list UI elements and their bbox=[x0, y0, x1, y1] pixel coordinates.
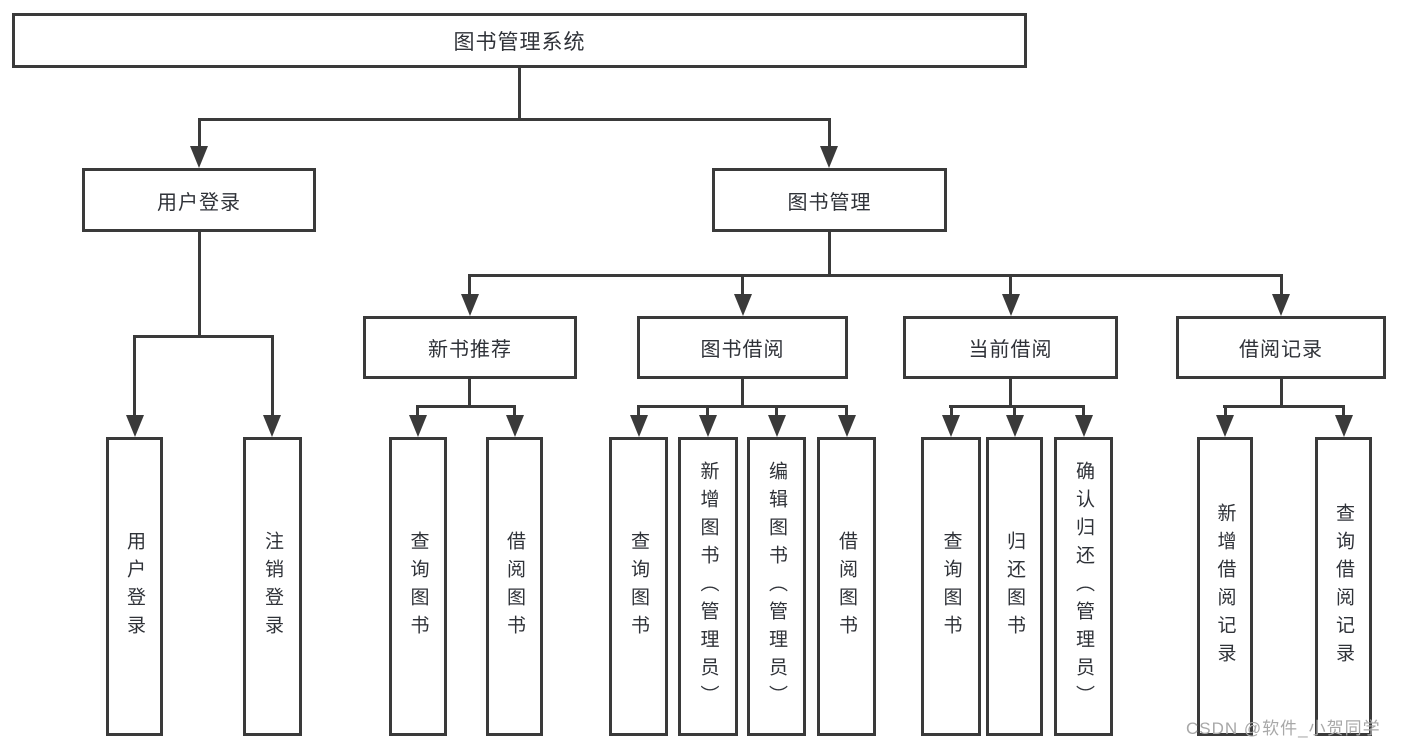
connector-line bbox=[706, 405, 709, 421]
leaf-add-borrow-record: 新增借阅记录 bbox=[1197, 437, 1253, 736]
node-user-login: 用户登录 bbox=[82, 168, 316, 232]
leaf-query-books-borrow: 查询图书 bbox=[609, 437, 668, 736]
connector-line bbox=[1009, 274, 1012, 298]
node-book-borrow-label: 图书借阅 bbox=[700, 339, 785, 361]
connector-line bbox=[775, 405, 778, 421]
arrow-down-icon bbox=[734, 294, 752, 316]
connector-line bbox=[468, 274, 1282, 277]
arrow-down-icon bbox=[1006, 415, 1024, 437]
connector-line bbox=[518, 68, 521, 121]
leaf-borrow-book-recommend: 借阅图书 bbox=[486, 437, 543, 736]
leaf-borrow-book-recommend-label: 借阅图书 bbox=[504, 530, 525, 643]
arrow-down-icon bbox=[506, 415, 524, 437]
leaf-logout: 注销登录 bbox=[243, 437, 302, 736]
connector-line bbox=[1009, 379, 1012, 408]
leaf-user-login: 用户登录 bbox=[106, 437, 163, 736]
connector-line bbox=[1280, 274, 1283, 298]
arrow-down-icon bbox=[820, 146, 838, 168]
connector-line bbox=[1013, 405, 1016, 421]
arrow-down-icon bbox=[1075, 415, 1093, 437]
node-book-borrow: 图书借阅 bbox=[637, 316, 848, 379]
leaf-return-book: 归还图书 bbox=[986, 437, 1043, 736]
connector-line bbox=[1342, 405, 1345, 421]
arrow-down-icon bbox=[768, 415, 786, 437]
connector-line bbox=[1224, 405, 1227, 421]
arrow-down-icon bbox=[126, 415, 144, 437]
node-new-book-recommend: 新书推荐 bbox=[363, 316, 577, 379]
leaf-logout-label: 注销登录 bbox=[262, 530, 283, 643]
leaf-edit-book-admin: 编辑图书（管理员） bbox=[747, 437, 806, 736]
leaf-borrow-book-label: 借阅图书 bbox=[836, 530, 857, 643]
arrow-down-icon bbox=[263, 415, 281, 437]
connector-line bbox=[198, 118, 831, 121]
leaf-query-books-recommend-label: 查询图书 bbox=[407, 530, 429, 643]
leaf-query-books-borrow-label: 查询图书 bbox=[628, 530, 649, 643]
arrow-down-icon bbox=[630, 415, 648, 437]
leaf-add-borrow-record-label: 新增借阅记录 bbox=[1214, 502, 1236, 671]
leaf-add-book-admin: 新增图书（管理员） bbox=[678, 437, 738, 736]
arrow-down-icon bbox=[1335, 415, 1353, 437]
arrow-down-icon bbox=[838, 415, 856, 437]
leaf-query-books-current: 查询图书 bbox=[921, 437, 981, 736]
node-borrow-records-label: 借阅记录 bbox=[1239, 339, 1323, 361]
connector-line bbox=[513, 405, 516, 421]
node-borrow-records: 借阅记录 bbox=[1176, 316, 1386, 379]
leaf-edit-book-admin-label: 编辑图书（管理员） bbox=[766, 460, 787, 713]
node-user-login-label: 用户登录 bbox=[157, 191, 241, 214]
leaf-query-books-recommend: 查询图书 bbox=[389, 437, 447, 736]
connector-line bbox=[637, 405, 640, 421]
leaf-query-borrow-record-label: 查询借阅记录 bbox=[1333, 502, 1354, 671]
connector-line bbox=[845, 405, 848, 421]
leaf-confirm-return-admin-label: 确认归还（管理员） bbox=[1073, 460, 1094, 713]
arrow-down-icon bbox=[461, 294, 479, 316]
connector-line bbox=[416, 405, 516, 408]
connector-line bbox=[1223, 405, 1345, 408]
connector-line bbox=[741, 379, 744, 408]
connector-line bbox=[416, 405, 419, 421]
connector-line bbox=[828, 118, 831, 150]
connector-line bbox=[468, 274, 471, 298]
arrow-down-icon bbox=[1216, 415, 1234, 437]
connector-line bbox=[198, 232, 201, 338]
connector-line bbox=[133, 335, 136, 419]
connector-line bbox=[950, 405, 953, 421]
connector-line bbox=[198, 118, 201, 150]
node-root-label: 图书管理系统 bbox=[453, 30, 586, 54]
arrow-down-icon bbox=[1272, 294, 1290, 316]
node-book-management-label: 图书管理 bbox=[787, 191, 872, 214]
connector-line bbox=[1280, 379, 1283, 408]
connector-line bbox=[828, 232, 831, 277]
arrow-down-icon bbox=[1002, 294, 1020, 316]
connector-line bbox=[468, 379, 471, 408]
arrow-down-icon bbox=[942, 415, 960, 437]
arrow-down-icon bbox=[190, 146, 208, 168]
node-root-system: 图书管理系统 bbox=[12, 13, 1027, 68]
leaf-confirm-return-admin: 确认归还（管理员） bbox=[1054, 437, 1113, 736]
leaf-user-login-label: 用户登录 bbox=[124, 530, 145, 643]
connector-line bbox=[133, 335, 274, 338]
connector-line bbox=[949, 405, 1085, 408]
node-current-borrow-label: 当前借阅 bbox=[968, 339, 1053, 361]
connector-line bbox=[1082, 405, 1085, 421]
leaf-add-book-admin-label: 新增图书（管理员） bbox=[697, 460, 719, 713]
arrow-down-icon bbox=[409, 415, 427, 437]
csdn-watermark: CSDN @软件_小贺同学 bbox=[1186, 719, 1381, 738]
connector-line bbox=[637, 405, 848, 408]
node-new-book-recommend-label: 新书推荐 bbox=[428, 339, 512, 361]
node-book-management: 图书管理 bbox=[712, 168, 947, 232]
leaf-borrow-book: 借阅图书 bbox=[817, 437, 876, 736]
arrow-down-icon bbox=[699, 415, 717, 437]
connector-line bbox=[271, 335, 274, 419]
leaf-query-borrow-record: 查询借阅记录 bbox=[1315, 437, 1372, 736]
leaf-query-books-current-label: 查询图书 bbox=[940, 530, 962, 643]
connector-line bbox=[741, 274, 744, 298]
node-current-borrow: 当前借阅 bbox=[903, 316, 1118, 379]
leaf-return-book-label: 归还图书 bbox=[1004, 530, 1025, 643]
